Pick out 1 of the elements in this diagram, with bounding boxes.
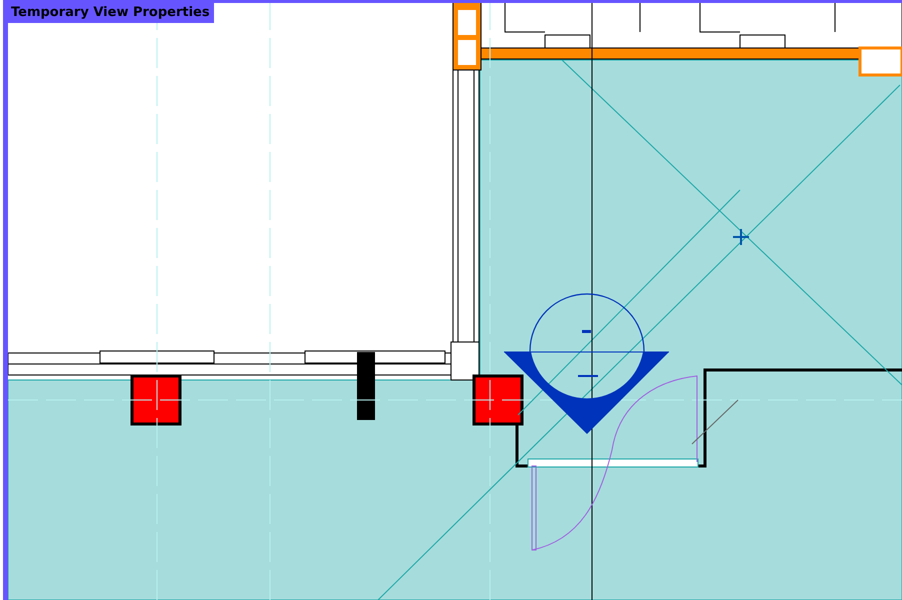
- view-mode-label: Temporary View Properties: [8, 3, 214, 23]
